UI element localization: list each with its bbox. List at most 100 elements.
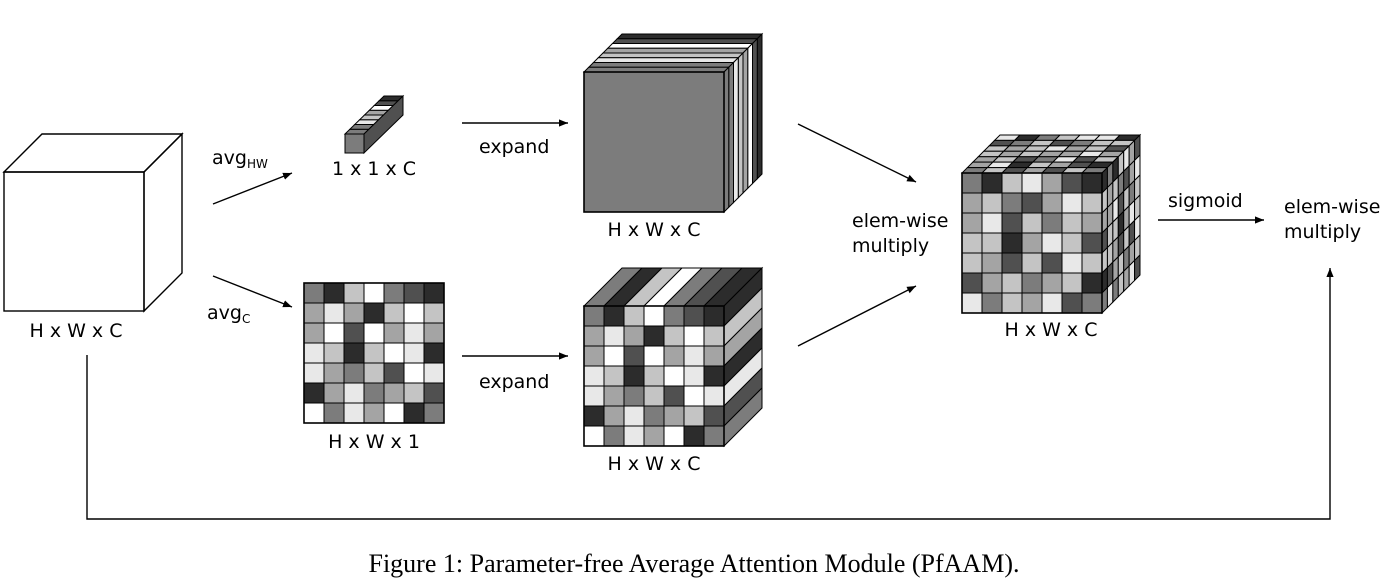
map-cell (343, 342, 365, 364)
front-cell (981, 272, 1003, 294)
map-cell (343, 282, 365, 304)
front-cell (1001, 292, 1023, 314)
front-cell (1061, 292, 1083, 314)
cube-cell (683, 425, 705, 447)
front-cell (961, 272, 983, 294)
cube-cell (583, 345, 605, 367)
cube-cell (663, 365, 685, 387)
expand-top-label: expand (479, 136, 549, 158)
map-cell (423, 302, 445, 324)
map-border (303, 282, 445, 424)
front-cell (1061, 192, 1083, 214)
front-cell (1041, 172, 1063, 194)
map-cell (303, 342, 325, 364)
avg-c-label: avgC (207, 302, 250, 326)
front-cell (1041, 232, 1063, 254)
merge-top-arrow (797, 123, 917, 183)
avg-hw-label: avgHW (212, 147, 268, 171)
map-cell (343, 402, 365, 424)
figure-caption: Figure 1: Parameter-free Average Attenti… (369, 549, 1020, 578)
map-cell (383, 382, 405, 404)
cube-cell (643, 405, 665, 427)
cube-cell (603, 385, 625, 407)
map-cell (403, 402, 425, 424)
cube-cell (603, 305, 625, 327)
pooled-c-dims-label: H x W x 1 (328, 431, 420, 453)
channel-slab-top (597, 52, 745, 59)
map-cell (303, 382, 325, 404)
map-cell (403, 322, 425, 344)
cube-cell (583, 405, 605, 427)
map-cell (363, 382, 385, 404)
cube-cell (603, 405, 625, 427)
map-cell (303, 322, 325, 344)
front-cell (1001, 172, 1023, 194)
cube-cell (663, 325, 685, 347)
cube-cell (583, 385, 605, 407)
cube-cell (683, 365, 705, 387)
cube-cell (583, 365, 605, 387)
cube-cell (583, 425, 605, 447)
avg-hw-arrow (212, 172, 293, 205)
sigmoid-label: sigmoid (1168, 190, 1243, 212)
map-cell (303, 362, 325, 384)
cube-cell (623, 325, 645, 347)
channel-slab-side (752, 37, 758, 185)
map-cell (343, 362, 365, 384)
avg-c-arrow (212, 275, 293, 308)
front-cell (1041, 272, 1063, 294)
channel-slab-top (606, 43, 754, 49)
cube-cell (683, 385, 705, 407)
front-cell (1021, 292, 1043, 314)
map-cell (403, 302, 425, 324)
cube-cell (583, 305, 605, 327)
skip-connection-arrow (86, 268, 1334, 520)
channel-slab-top (616, 33, 764, 40)
cube-cell (603, 425, 625, 447)
front-cell (1001, 232, 1023, 254)
cube-cell (683, 305, 705, 327)
map-cell (423, 282, 445, 304)
cube-cell (623, 385, 645, 407)
merge-bottom-arrow (797, 285, 917, 347)
channel-slab-top (592, 57, 740, 63)
cube-cell (603, 345, 625, 367)
map-cell (303, 282, 325, 304)
map-cell (343, 382, 365, 404)
cube-cell (703, 385, 725, 407)
pooled-hw-dims-label: 1 x 1 x C (332, 158, 416, 180)
cube-cell (663, 405, 685, 427)
cube-cell (703, 345, 725, 367)
expanded-spatial-cube (582, 266, 764, 448)
map-cell (383, 302, 405, 324)
front-cell (961, 232, 983, 254)
combined-dims-label: H x W x C (1005, 319, 1098, 341)
front-cell (1001, 212, 1023, 234)
cube-cell (623, 305, 645, 327)
map-cell (423, 322, 445, 344)
map-cell (403, 382, 425, 404)
front-cell (981, 172, 1003, 194)
front-border (961, 172, 1103, 314)
cube-border (583, 305, 725, 447)
input-feature-cube (2, 132, 184, 313)
front-cell (1041, 252, 1063, 274)
front-cell (981, 252, 1003, 274)
front-cell (1081, 172, 1103, 194)
front-cell (961, 172, 983, 194)
front-cell (1001, 252, 1023, 274)
cube-cell (683, 345, 705, 367)
front-cell (1001, 192, 1023, 214)
cube-cell (643, 365, 665, 387)
expanded-channel-cube (582, 32, 764, 214)
map-cell (323, 282, 345, 304)
cube-front-face (583, 71, 725, 213)
channel-slab-side (728, 61, 734, 209)
cube-cell (623, 345, 645, 367)
cube-cell (623, 365, 645, 387)
front-cell (1061, 172, 1083, 194)
expanded-bottom-dims-label: H x W x C (608, 453, 701, 475)
channel-slab-side (737, 51, 744, 199)
map-cell (423, 342, 445, 364)
side-cell (1134, 253, 1141, 282)
